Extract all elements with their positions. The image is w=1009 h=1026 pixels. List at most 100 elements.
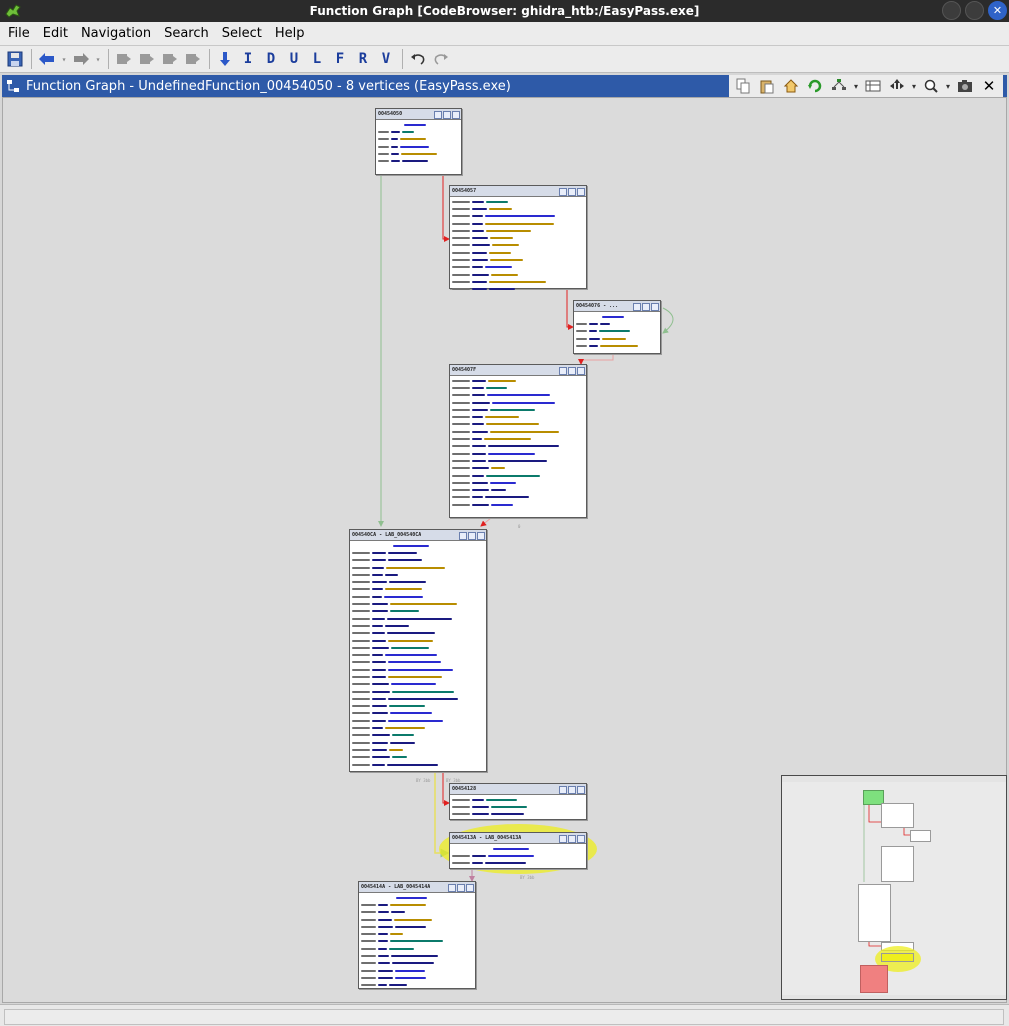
listing-instruction-line[interactable] xyxy=(452,278,584,285)
menu-search[interactable]: Search xyxy=(164,26,209,41)
listing-instruction-line[interactable] xyxy=(352,593,484,600)
graph-vertex[interactable]: 0045407F xyxy=(449,364,587,518)
vertex-maximize-icon[interactable] xyxy=(577,187,585,196)
vertex-minimize-icon[interactable] xyxy=(457,883,465,892)
listing-label-line[interactable] xyxy=(452,845,584,852)
listing-instruction-line[interactable] xyxy=(452,249,584,256)
vertex-maximize-icon[interactable] xyxy=(577,834,585,843)
listing-instruction-line[interactable] xyxy=(352,666,484,673)
listing-instruction-line[interactable] xyxy=(452,242,584,249)
next-function-button[interactable]: F xyxy=(335,51,345,67)
listing-instruction-line[interactable] xyxy=(576,342,658,349)
save-icon[interactable] xyxy=(4,48,26,70)
listing-instruction-line[interactable] xyxy=(361,967,473,974)
listing-instruction-line[interactable] xyxy=(352,549,484,556)
listing-instruction-line[interactable] xyxy=(452,465,584,472)
forward-dropdown-icon[interactable]: ▾ xyxy=(95,54,101,64)
undo-icon[interactable] xyxy=(407,48,429,70)
listing-instruction-line[interactable] xyxy=(352,761,484,768)
listing-instruction-line[interactable] xyxy=(452,271,584,278)
menu-navigation[interactable]: Navigation xyxy=(80,26,152,41)
listing-instruction-line[interactable] xyxy=(361,945,473,952)
listing-instruction-line[interactable] xyxy=(352,754,484,761)
listing-instruction-line[interactable] xyxy=(452,486,584,493)
listing-instruction-line[interactable] xyxy=(352,571,484,578)
listing-instruction-line[interactable] xyxy=(361,916,473,923)
vertex-edit-icon[interactable] xyxy=(559,366,567,375)
listing-instruction-line[interactable] xyxy=(576,320,658,327)
listing-instruction-line[interactable] xyxy=(576,335,658,342)
listing-instruction-line[interactable] xyxy=(452,286,584,293)
graph-vertex[interactable]: 00454076 - ... xyxy=(573,300,661,354)
vertex-minimize-icon[interactable] xyxy=(568,785,576,794)
layout-icon[interactable] xyxy=(828,76,850,96)
listing-instruction-line[interactable] xyxy=(352,703,484,710)
vertex-maximize-icon[interactable] xyxy=(577,785,585,794)
vertex-edit-icon[interactable] xyxy=(559,834,567,843)
listing-instruction-line[interactable] xyxy=(452,852,584,859)
paste-icon[interactable] xyxy=(756,76,778,96)
listing-instruction-line[interactable] xyxy=(352,681,484,688)
vertex-header[interactable]: 004540CA - LAB_004540CA xyxy=(350,530,486,541)
vertex-maximize-icon[interactable] xyxy=(651,302,659,311)
vertex-minimize-icon[interactable] xyxy=(568,834,576,843)
graph-vertex[interactable]: 00454050 xyxy=(375,108,462,175)
listing-instruction-line[interactable] xyxy=(452,234,584,241)
listing-instruction-line[interactable] xyxy=(352,644,484,651)
vertex-maximize-icon[interactable] xyxy=(466,883,474,892)
listing-instruction-line[interactable] xyxy=(452,256,584,263)
vertex-maximize-icon[interactable] xyxy=(577,366,585,375)
listing-instruction-line[interactable] xyxy=(452,450,584,457)
listing-label-line[interactable] xyxy=(378,121,459,128)
next-label-button[interactable]: L xyxy=(312,51,322,67)
navigation-dropdown-icon[interactable]: ▾ xyxy=(911,81,916,91)
close-window-button[interactable]: ✕ xyxy=(988,1,1007,20)
listing-instruction-line[interactable] xyxy=(452,443,584,450)
listing-instruction-line[interactable] xyxy=(452,377,584,384)
home-icon[interactable] xyxy=(780,76,802,96)
listing-instruction-line[interactable] xyxy=(452,421,584,428)
vertex-edit-icon[interactable] xyxy=(559,785,567,794)
snapshot-camera-icon[interactable] xyxy=(954,76,976,96)
listing-instruction-line[interactable] xyxy=(352,659,484,666)
listing-instruction-line[interactable] xyxy=(352,600,484,607)
listing-instruction-line[interactable] xyxy=(352,724,484,731)
listing-instruction-line[interactable] xyxy=(378,136,459,143)
satellite-canvas[interactable] xyxy=(782,782,1006,995)
listing-instruction-line[interactable] xyxy=(352,630,484,637)
next-instruction-button[interactable]: I xyxy=(243,51,253,67)
listing-instruction-line[interactable] xyxy=(452,227,584,234)
vertex-minimize-icon[interactable] xyxy=(568,187,576,196)
vertex-edit-icon[interactable] xyxy=(559,187,567,196)
vertex-minimize-icon[interactable] xyxy=(642,302,650,311)
maximize-button[interactable] xyxy=(965,1,984,20)
nav-previous-instruction-icon[interactable] xyxy=(159,48,181,70)
next-data-button[interactable]: D xyxy=(266,51,276,67)
listing-instruction-line[interactable] xyxy=(452,384,584,391)
vertex-maximize-icon[interactable] xyxy=(477,531,485,540)
listing-instruction-line[interactable] xyxy=(576,328,658,335)
back-dropdown-icon[interactable]: ▾ xyxy=(61,54,67,64)
listing-instruction-line[interactable] xyxy=(452,796,584,803)
listing-instruction-line[interactable] xyxy=(352,608,484,615)
zoom-dropdown-icon[interactable]: ▾ xyxy=(945,81,950,91)
vertex-header[interactable]: 00454057 xyxy=(450,186,586,197)
listing-instruction-line[interactable] xyxy=(452,205,584,212)
listing-instruction-line[interactable] xyxy=(352,637,484,644)
vertex-edit-icon[interactable] xyxy=(633,302,641,311)
listing-instruction-line[interactable] xyxy=(352,710,484,717)
listing-instruction-line[interactable] xyxy=(352,651,484,658)
graph-vertex[interactable]: 00454128 xyxy=(449,783,587,820)
listing-instruction-line[interactable] xyxy=(378,157,459,164)
graph-vertex[interactable]: 00454057 xyxy=(449,185,587,291)
next-undefined-button[interactable]: U xyxy=(289,51,299,67)
listing-instruction-line[interactable] xyxy=(352,688,484,695)
listing-instruction-line[interactable] xyxy=(352,717,484,724)
listing-instruction-line[interactable] xyxy=(452,392,584,399)
nav-previous-function-icon[interactable] xyxy=(113,48,135,70)
minimize-button[interactable] xyxy=(942,1,961,20)
listing-instruction-line[interactable] xyxy=(352,578,484,585)
listing-instruction-line[interactable] xyxy=(452,399,584,406)
listing-instruction-line[interactable] xyxy=(452,198,584,205)
menu-file[interactable]: File xyxy=(8,26,30,41)
